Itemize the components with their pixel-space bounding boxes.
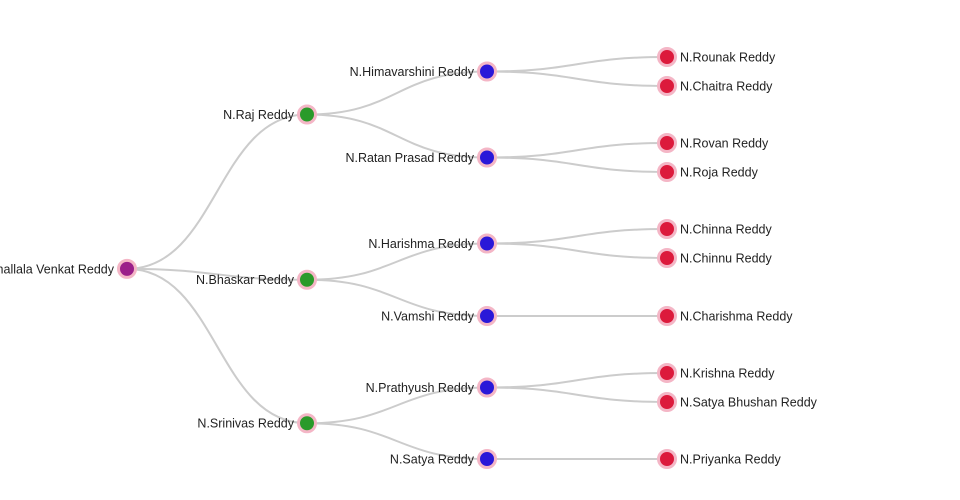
tree-node-n-roja-reddy[interactable]: N.Roja Reddy [657,162,759,182]
node-circle[interactable] [477,61,497,82]
node-circle[interactable] [657,133,677,153]
tree-node-n-harishma-reddy[interactable]: N.Harishma Reddy [368,233,497,254]
node-label: N.Srinivas Reddy [197,417,294,431]
node-circle[interactable] [657,248,677,268]
link-n-raj-reddy-to-n-himavarshini-reddy [306,70,488,116]
tree-node-n-challala-venkat-reddy[interactable]: N.Challala Venkat Reddy [0,258,137,279]
node-label: N.Priyanka Reddy [680,452,781,466]
tree-links [126,56,668,461]
tree-node-n-satya-reddy[interactable]: N.Satya Reddy [390,449,497,469]
node-circle[interactable] [657,449,677,469]
link-n-ratan-prasad-reddy-to-n-roja-reddy [486,156,668,173]
node-label: N.Ratan Prasad Reddy [345,151,474,165]
node-circle[interactable] [477,449,497,469]
node-label: N.Rovan Reddy [680,136,769,150]
node-circle[interactable] [657,306,677,326]
node-label: N.Bhaskar Reddy [196,273,295,287]
tree-node-n-rovan-reddy[interactable]: N.Rovan Reddy [657,133,769,153]
node-label: N.Raj Reddy [223,108,295,122]
link-n-harishma-reddy-to-n-chinnu-reddy [486,242,668,259]
node-circle[interactable] [657,363,677,383]
node-circle[interactable] [657,392,677,412]
link-n-raj-reddy-to-n-ratan-prasad-reddy [306,113,488,159]
node-label: N.Roja Reddy [680,165,759,179]
node-circle[interactable] [477,233,497,254]
node-circle[interactable] [657,76,677,96]
link-n-ratan-prasad-reddy-to-n-rovan-reddy [486,142,668,159]
link-n-challala-venkat-reddy-to-n-bhaskar-reddy [126,267,308,281]
node-label: N.Satya Bhushan Reddy [680,395,818,409]
node-label: N.Charishma Reddy [680,309,793,323]
link-n-bhaskar-reddy-to-n-harishma-reddy [306,242,488,281]
node-circle[interactable] [657,162,677,182]
node-circle[interactable] [297,413,317,434]
node-label: N.Harishma Reddy [368,237,474,251]
node-label: N.Vamshi Reddy [381,309,475,323]
node-circle[interactable] [477,147,497,168]
node-circle[interactable] [117,258,137,279]
tree-node-n-rounak-reddy[interactable]: N.Rounak Reddy [657,47,776,67]
node-label: N.Satya Reddy [390,452,475,466]
link-n-prathyush-reddy-to-n-krishna-reddy [486,372,668,389]
link-n-srinivas-reddy-to-n-satya-reddy [306,422,488,460]
node-circle[interactable] [477,306,497,326]
tree-node-n-ratan-prasad-reddy[interactable]: N.Ratan Prasad Reddy [345,147,497,168]
tree-node-n-charishma-reddy[interactable]: N.Charishma Reddy [657,306,794,326]
node-circle[interactable] [297,104,317,125]
node-label: N.Prathyush Reddy [366,381,475,395]
tree-node-n-vamshi-reddy[interactable]: N.Vamshi Reddy [381,306,497,326]
tree-node-n-chaitra-reddy[interactable]: N.Chaitra Reddy [657,76,774,96]
link-n-challala-venkat-reddy-to-n-raj-reddy [126,113,308,270]
tree-node-n-prathyush-reddy[interactable]: N.Prathyush Reddy [366,377,497,398]
tree-node-n-himavarshini-reddy[interactable]: N.Himavarshini Reddy [350,61,497,82]
node-label: N.Chaitra Reddy [680,79,773,93]
node-label: N.Chinnu Reddy [680,251,772,265]
tree-node-n-bhaskar-reddy[interactable]: N.Bhaskar Reddy [196,269,317,290]
node-label: N.Chinna Reddy [680,222,772,236]
node-circle[interactable] [297,269,317,290]
link-n-himavarshini-reddy-to-n-rounak-reddy [486,56,668,73]
tree-node-n-srinivas-reddy[interactable]: N.Srinivas Reddy [197,413,317,434]
tree-nodes: N.Challala Venkat Reddy N.Raj Reddy N.Hima… [0,47,818,469]
tree-node-n-krishna-reddy[interactable]: N.Krishna Reddy [657,363,776,383]
link-n-challala-venkat-reddy-to-n-srinivas-reddy [126,267,308,425]
link-n-prathyush-reddy-to-n-satya-bhushan-reddy [486,386,668,403]
link-n-srinivas-reddy-to-n-prathyush-reddy [306,386,488,425]
link-n-himavarshini-reddy-to-n-chaitra-reddy [486,70,668,87]
node-label: N.Rounak Reddy [680,50,776,64]
node-circle[interactable] [657,47,677,67]
tree-node-n-priyanka-reddy[interactable]: N.Priyanka Reddy [657,449,782,469]
node-label: N.Challala Venkat Reddy [0,262,115,276]
tree-node-n-chinna-reddy[interactable]: N.Chinna Reddy [657,219,773,239]
tree-node-n-chinnu-reddy[interactable]: N.Chinnu Reddy [657,248,773,268]
node-label: N.Himavarshini Reddy [350,65,475,79]
link-n-harishma-reddy-to-n-chinna-reddy [486,228,668,245]
tree-node-n-satya-bhushan-reddy[interactable]: N.Satya Bhushan Reddy [657,392,818,412]
tree-node-n-raj-reddy[interactable]: N.Raj Reddy [223,104,317,125]
node-circle[interactable] [477,377,497,398]
link-n-bhaskar-reddy-to-n-vamshi-reddy [306,278,488,317]
node-circle[interactable] [657,219,677,239]
node-label: N.Krishna Reddy [680,366,775,380]
